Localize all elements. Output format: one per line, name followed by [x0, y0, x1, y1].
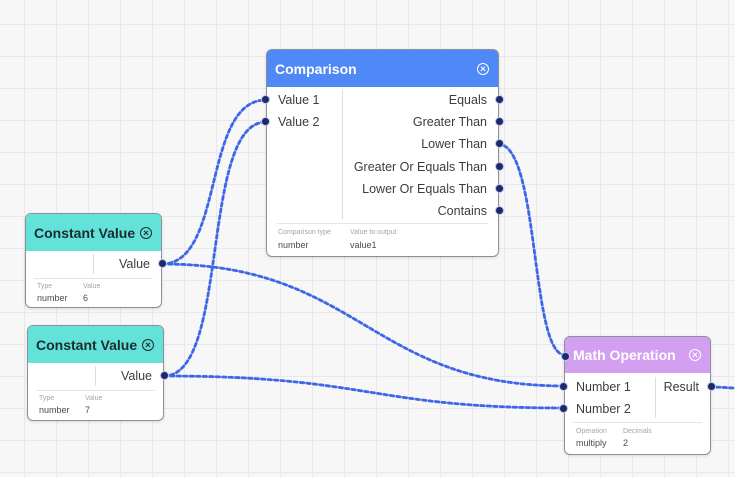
input-port-number-2[interactable] [559, 404, 568, 413]
wire-const1-to-value1[interactable] [160, 98, 268, 266]
flow-input-port[interactable] [561, 352, 570, 361]
field-divider [573, 422, 702, 423]
output-lower-or-equals-than: Lower Or Equals Than [362, 182, 487, 196]
output-port-greater-or-equals-than[interactable] [495, 162, 504, 171]
port-divider [655, 377, 656, 418]
output-value: Value [120, 369, 152, 383]
output-equals: Equals [448, 93, 487, 107]
wire-const2-to-value2[interactable] [162, 120, 268, 378]
port-divider [342, 90, 343, 219]
input-value-1: Value 1 [278, 93, 320, 107]
output-greater-or-equals-than: Greater Or Equals Than [353, 160, 487, 174]
output-result: Result [663, 380, 699, 394]
output-port-result[interactable] [707, 382, 716, 391]
close-icon[interactable] [689, 349, 701, 361]
comparison-node-header[interactable]: Comparison [267, 50, 498, 87]
field-label-operation: Operation [576, 428, 607, 435]
close-icon[interactable] [142, 338, 154, 351]
field-value-decimals[interactable]: 2 [623, 438, 629, 448]
input-port-value-1[interactable] [261, 95, 270, 104]
field-value-value[interactable]: 6 [83, 293, 89, 303]
wire-lowerthan-to-math[interactable] [496, 142, 567, 357]
output-port-greater-than[interactable] [495, 117, 504, 126]
output-greater-than: Greater Than [412, 115, 487, 129]
node-title: Math Operation [573, 347, 676, 363]
node-title: Constant Value [34, 224, 136, 241]
field-value-value[interactable]: 7 [85, 405, 91, 415]
math-operation-node[interactable]: Math Operation Number 1 Number 2 Result … [559, 336, 716, 455]
field-divider [34, 278, 153, 279]
wire-const2-to-number2[interactable] [162, 374, 567, 410]
constant-value-node-1[interactable]: Constant Value Value Type number Value 6 [25, 213, 167, 308]
field-value-value-to-output[interactable]: value1 [350, 240, 377, 250]
close-icon[interactable] [140, 226, 152, 239]
field-value-comparison-type[interactable]: number [278, 240, 309, 250]
field-label-value-to-output: Value to output [350, 229, 397, 236]
wire-const1-to-number1[interactable] [160, 262, 567, 388]
output-lower-than: Lower Than [421, 137, 487, 151]
input-port-number-1[interactable] [559, 382, 568, 391]
input-value-2: Value 2 [278, 115, 320, 129]
input-number-1: Number 1 [576, 380, 631, 394]
field-value-type[interactable]: number [39, 405, 70, 415]
node-title: Comparison [275, 60, 357, 77]
output-value: Value [118, 257, 150, 271]
comparison-node[interactable]: Comparison Value 1 Value 2 Equals Greate… [261, 49, 504, 257]
field-value-type[interactable]: number [37, 293, 68, 303]
field-divider [277, 223, 488, 224]
output-port-lower-than[interactable] [495, 139, 504, 148]
output-port-contains[interactable] [495, 206, 504, 215]
input-number-2: Number 2 [576, 402, 631, 416]
field-value-operation[interactable]: multiply [576, 438, 607, 448]
output-port-equals[interactable] [495, 95, 504, 104]
field-divider [36, 390, 155, 391]
field-label-comparison-type: Comparison type [278, 229, 331, 236]
output-port-lower-or-equals-than[interactable] [495, 184, 504, 193]
math-operation-node-header[interactable]: Math Operation [565, 337, 710, 373]
constant-value-node-header[interactable]: Constant Value [28, 326, 163, 363]
output-contains: Contains [437, 204, 487, 218]
output-port-value[interactable] [158, 259, 167, 268]
field-label-value: Value [83, 283, 101, 290]
close-icon[interactable] [477, 62, 489, 75]
output-port-value[interactable] [160, 371, 169, 380]
node-title: Constant Value [36, 336, 138, 353]
port-divider [95, 366, 96, 386]
constant-value-node-2[interactable]: Constant Value Value Type number Value 7 [27, 325, 169, 421]
constant-value-node-header[interactable]: Constant Value [26, 214, 161, 251]
field-label-decimals: Decimals [623, 428, 652, 435]
port-divider [93, 254, 94, 274]
field-label-value: Value [85, 395, 103, 402]
input-port-value-2[interactable] [261, 117, 270, 126]
field-label-type: Type [37, 283, 53, 290]
field-label-type: Type [39, 395, 55, 402]
